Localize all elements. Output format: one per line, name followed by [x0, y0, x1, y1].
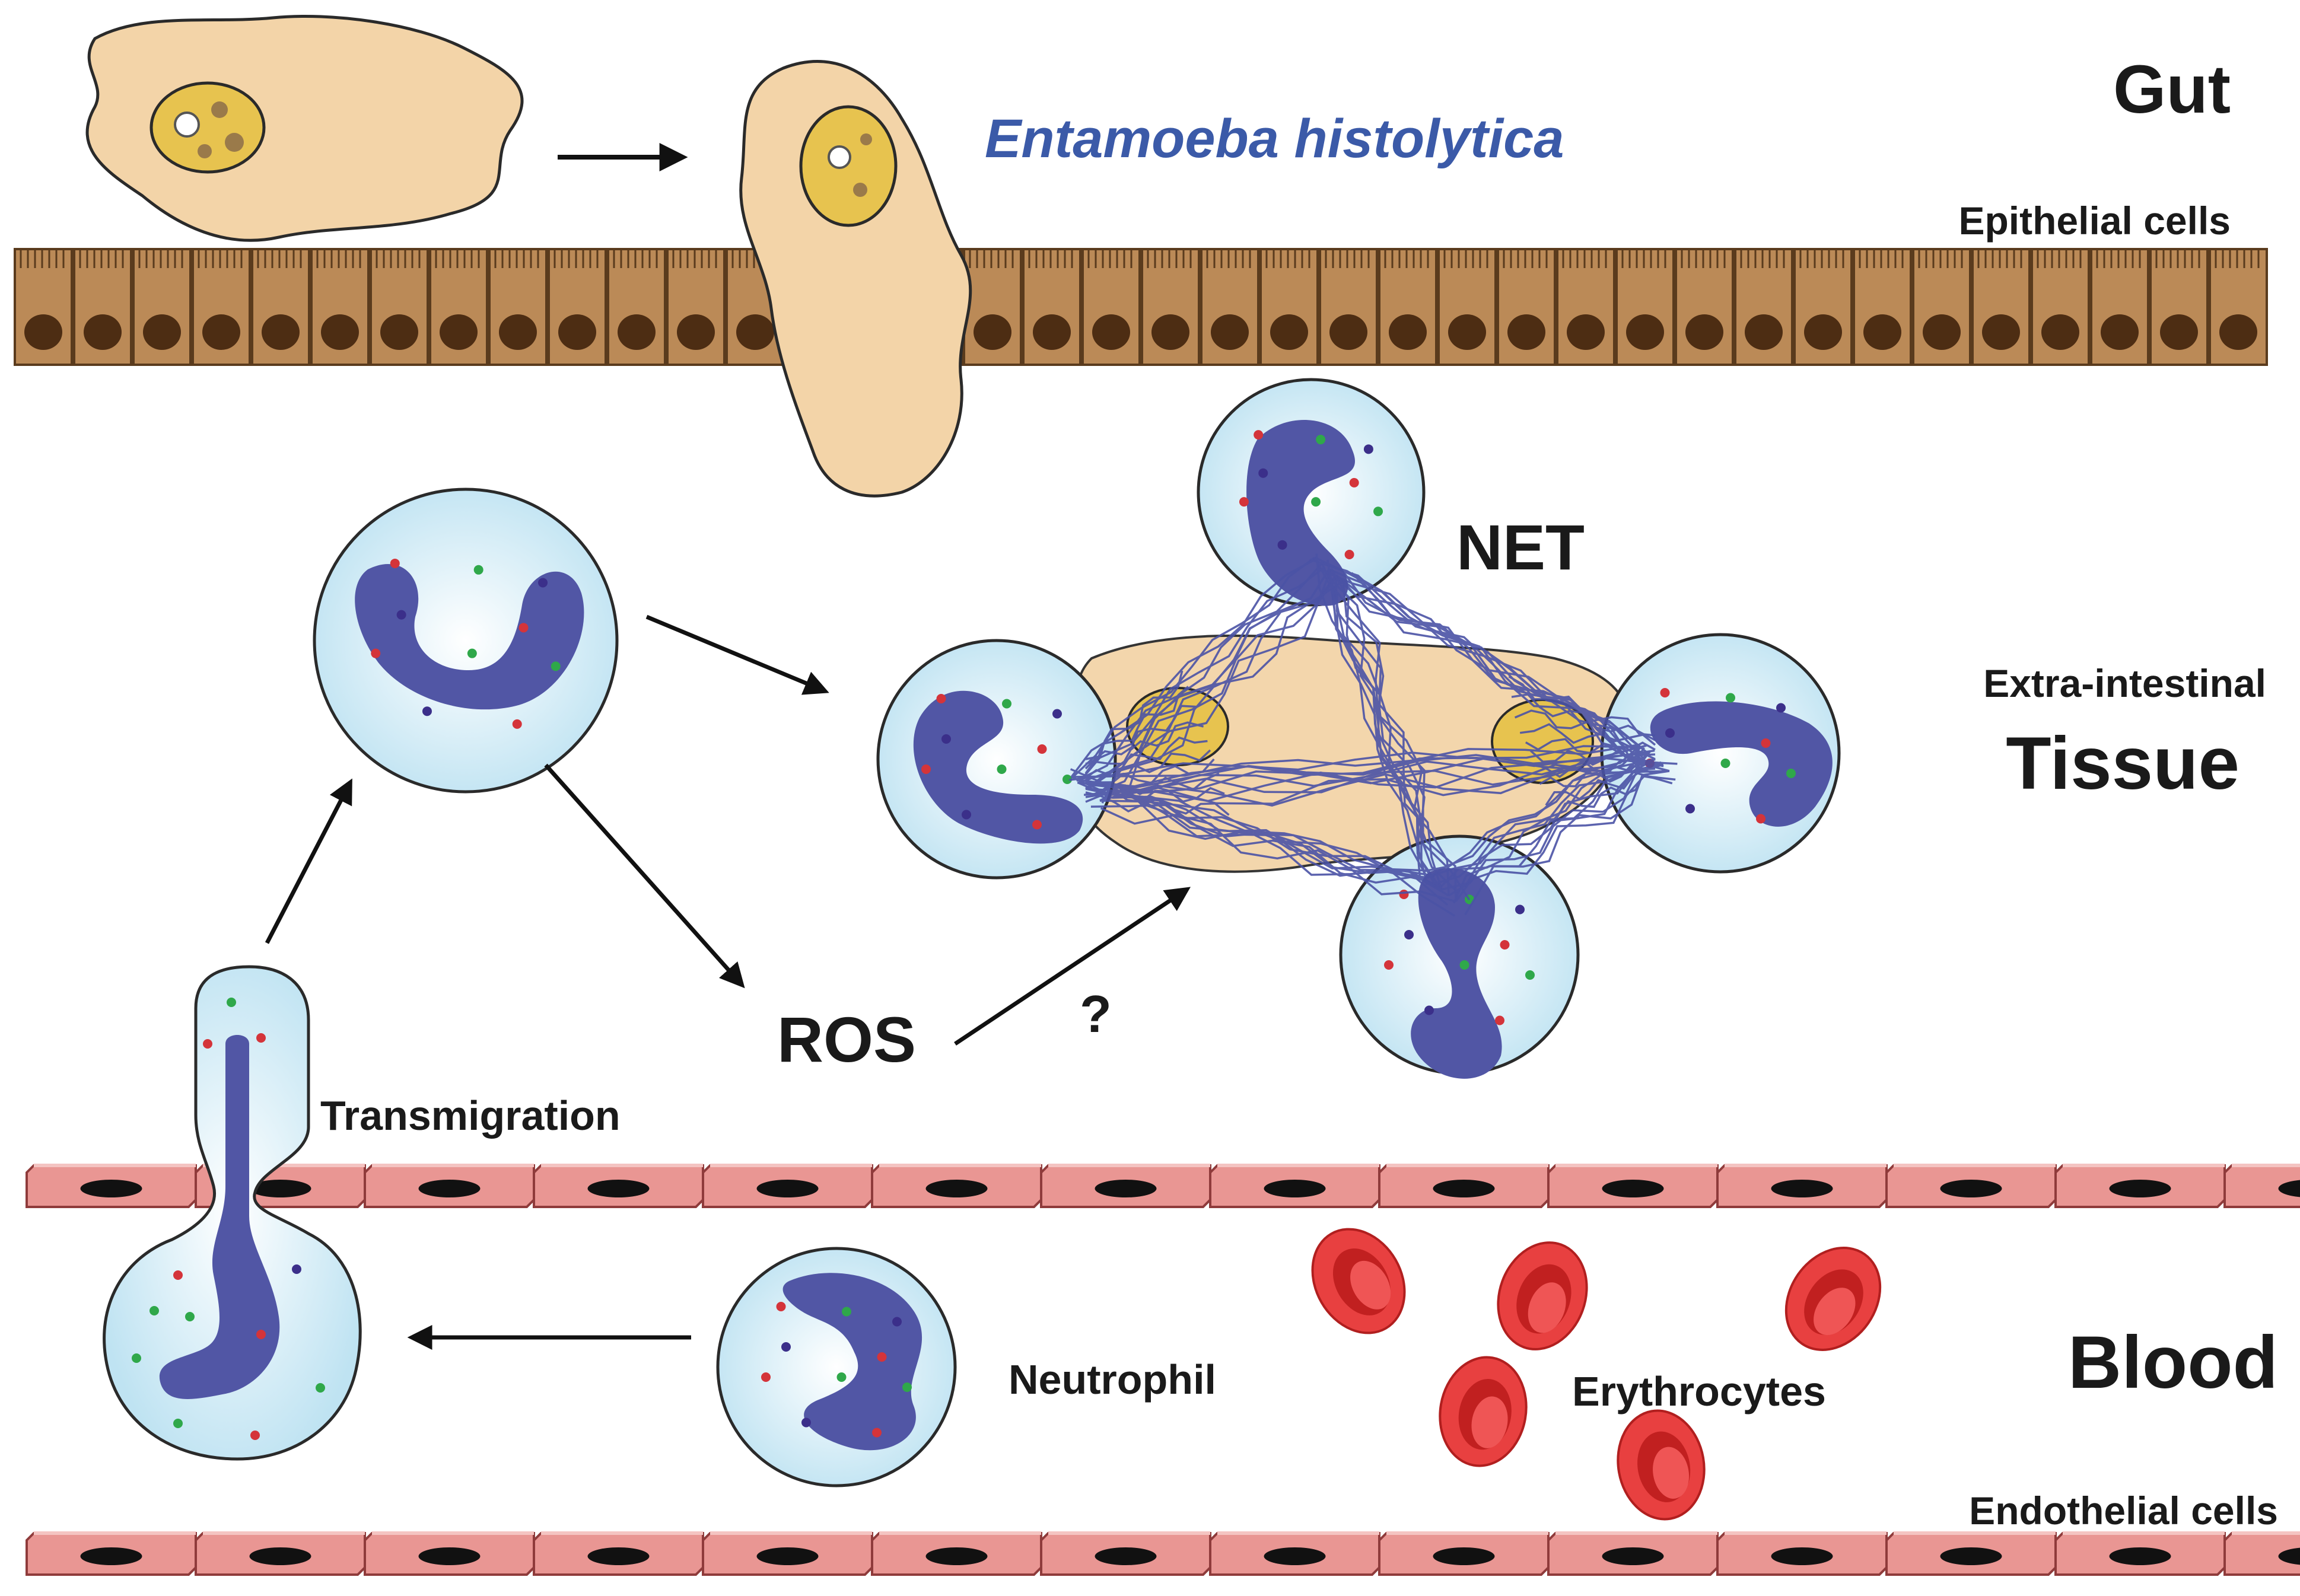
- arrow-icon-to-net: [645, 614, 829, 695]
- neutrophil-icon-net-right: [1600, 633, 1841, 874]
- epithelial-cell-icon: [1259, 248, 1319, 366]
- label-transmigration: Transmigration: [320, 1092, 621, 1139]
- endothelial-cell-icon: [871, 1531, 1042, 1576]
- epithelial-cell-icon: [1319, 248, 1378, 366]
- endothelial-cell-icon: [702, 1531, 873, 1576]
- endothelial-cell-icon: [1209, 1531, 1380, 1576]
- label-organism: Entamoeba histolytica: [985, 109, 1564, 169]
- epithelial-cell-icon: [132, 248, 192, 366]
- epithelial-cell-icon: [1022, 248, 1081, 366]
- epithelial-cell-icon: [192, 248, 251, 366]
- endothelial-cell-icon: [1547, 1164, 1719, 1208]
- epithelial-cell-icon: [1200, 248, 1259, 366]
- epithelial-cell-icon: [429, 248, 488, 366]
- endothelial-cell-icon: [2223, 1164, 2300, 1208]
- endothelial-cell-icon: [702, 1164, 873, 1208]
- arrow-icon-up: [265, 778, 352, 944]
- erythrocyte-icon: [1497, 1241, 1588, 1350]
- epithelial-cell-icon: [607, 248, 666, 366]
- epithelial-cell-icon: [1081, 248, 1141, 366]
- label-neutrophil: Neutrophil: [1009, 1356, 1216, 1403]
- endothelial-cell-icon: [1716, 1164, 1888, 1208]
- endothelial-cell-icon: [1547, 1531, 1719, 1576]
- epithelial-cell-icon: [1497, 248, 1556, 366]
- label-endothelial: Endothelial cells: [1969, 1489, 2278, 1533]
- label-question: ?: [1080, 985, 1112, 1043]
- endothelial-layer-top: [26, 1164, 2300, 1208]
- epithelial-cell-icon: [2031, 248, 2090, 366]
- epithelial-cell-icon: [666, 248, 726, 366]
- endothelial-cell-icon: [2054, 1531, 2226, 1576]
- epithelial-cell-icon: [2209, 248, 2268, 366]
- arrow-icon-ros-to-amoeba: [954, 887, 1191, 1046]
- endothelial-cell-icon: [26, 1531, 197, 1576]
- label-blood: Blood: [2068, 1321, 2278, 1404]
- label-tissue-small: Extra-intestinal: [1983, 661, 2266, 705]
- net-fibers-icon: [1069, 553, 1678, 917]
- epithelial-cell-icon: [310, 248, 370, 366]
- endothelial-cell-icon: [195, 1531, 366, 1576]
- erythrocyte-icon: [1784, 1247, 1882, 1351]
- endothelial-cell-icon: [1885, 1531, 2057, 1576]
- epithelial-layer: [14, 248, 2268, 366]
- epithelial-cell-icon: [488, 248, 548, 366]
- epithelial-cell-icon: [1378, 248, 1437, 366]
- endothelial-cell-icon: [1040, 1531, 1211, 1576]
- epithelial-cell-icon: [370, 248, 429, 366]
- neutrophil-icon-transmigrating: [103, 965, 362, 1461]
- epithelial-cell-icon: [1675, 248, 1734, 366]
- epithelial-cell-icon: [251, 248, 310, 366]
- label-gut: Gut: [2113, 52, 2231, 128]
- arrow-icon-to-ros: [544, 763, 745, 989]
- endothelial-layer-bottom: [26, 1531, 2300, 1576]
- amoeba-icon-invading: [739, 60, 972, 498]
- epithelial-cell-icon: [1971, 248, 2031, 366]
- erythrocyte-icon: [1617, 1409, 1706, 1521]
- endothelial-cell-icon: [1378, 1531, 1550, 1576]
- epithelial-cell-icon: [1912, 248, 1971, 366]
- epithelial-cell-icon: [1556, 248, 1615, 366]
- neutrophil-icon-net-bottom: [1339, 834, 1580, 1079]
- endothelial-cell-icon: [1378, 1164, 1550, 1208]
- label-epithelial: Epithelial cells: [1958, 199, 2231, 243]
- endothelial-cell-icon: [533, 1164, 704, 1208]
- epithelial-cell-icon: [1437, 248, 1497, 366]
- neutrophil-icon-tissue: [313, 488, 619, 794]
- epithelial-cell-icon: [1734, 248, 1793, 366]
- endothelial-cell-icon: [1885, 1164, 2057, 1208]
- epithelial-cell-icon: [548, 248, 607, 366]
- endothelial-cell-icon: [2223, 1531, 2300, 1576]
- endothelial-cell-icon: [1209, 1164, 1380, 1208]
- endothelial-cell-icon: [1716, 1531, 1888, 1576]
- endothelial-cell-icon: [26, 1164, 197, 1208]
- endothelial-cell-icon: [1040, 1164, 1211, 1208]
- erythrocyte-icon: [1439, 1356, 1528, 1467]
- neutrophil-icon-blood: [716, 1247, 957, 1487]
- arrows: [265, 614, 1191, 1350]
- epithelial-cell-icon: [14, 248, 73, 366]
- label-erythrocytes: Erythrocytes: [1572, 1368, 1826, 1415]
- epithelial-cell-icon: [2149, 248, 2209, 366]
- label-ros: ROS: [777, 1004, 916, 1075]
- neutrophil-icon-net-left: [876, 639, 1117, 880]
- neutrophil-icon-net-top: [1197, 378, 1426, 607]
- epithelial-cell-icon: [1615, 248, 1675, 366]
- endothelial-cell-icon: [533, 1531, 704, 1576]
- endothelial-cell-icon: [871, 1164, 1042, 1208]
- endothelial-cell-icon: [2054, 1164, 2226, 1208]
- epithelial-cell-icon: [2090, 248, 2149, 366]
- epithelial-cell-icon: [1793, 248, 1853, 366]
- erythrocyte-icon: [1311, 1228, 1406, 1334]
- epithelial-cell-icon: [73, 248, 132, 366]
- endothelial-cell-icon: [364, 1164, 535, 1208]
- label-net: NET: [1456, 511, 1585, 583]
- epithelial-cell-icon: [963, 248, 1022, 366]
- label-tissue-big: Tissue: [2006, 722, 2239, 805]
- epithelial-cell-icon: [1853, 248, 1912, 366]
- epithelial-cell-icon: [1141, 248, 1200, 366]
- endothelial-cell-icon: [364, 1531, 535, 1576]
- amoeba-icon-gut: [85, 14, 524, 242]
